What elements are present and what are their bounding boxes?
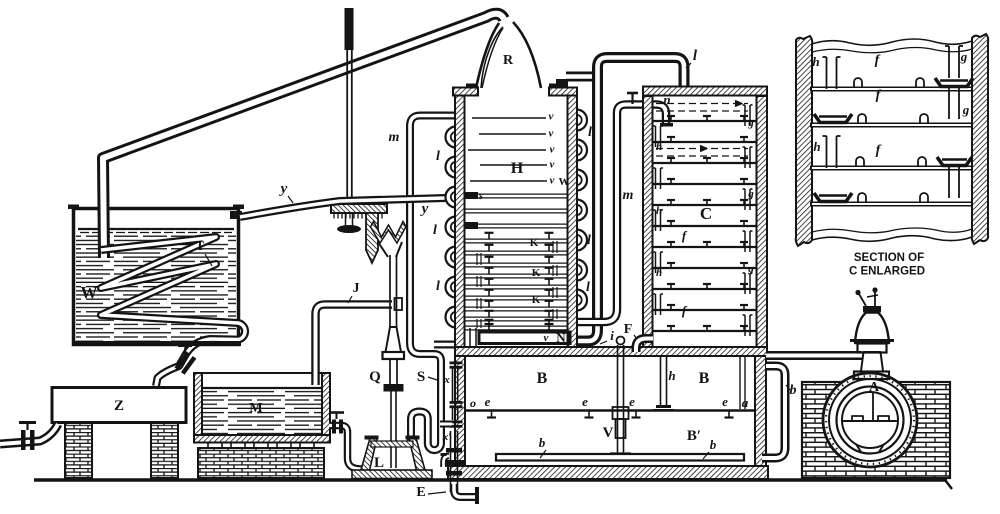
- svg-text:o: o: [470, 396, 476, 410]
- svg-text:e: e: [629, 394, 635, 409]
- svg-text:l: l: [436, 149, 440, 164]
- svg-text:J: J: [353, 281, 360, 296]
- svg-text:v: v: [550, 144, 555, 156]
- svg-text:K: K: [532, 294, 541, 306]
- svg-text:e: e: [485, 394, 491, 409]
- svg-text:h: h: [656, 141, 662, 153]
- svg-text:h: h: [656, 267, 662, 279]
- svg-text:g: g: [747, 263, 754, 275]
- svg-text:f: f: [876, 143, 882, 158]
- svg-text:v: v: [550, 175, 555, 187]
- svg-text:Z: Z: [114, 398, 124, 414]
- svg-text:C: C: [700, 204, 712, 223]
- svg-text:v: v: [549, 128, 554, 140]
- svg-text:v: v: [549, 111, 554, 123]
- svg-text:v: v: [550, 159, 555, 171]
- svg-text:h: h: [812, 54, 819, 69]
- svg-text:S: S: [417, 369, 425, 385]
- svg-text:y: y: [279, 181, 288, 197]
- svg-text:V: V: [603, 425, 614, 441]
- svg-text:E: E: [416, 485, 425, 500]
- svg-text:l: l: [588, 125, 592, 140]
- svg-text:F: F: [624, 322, 633, 337]
- svg-text:L: L: [374, 455, 384, 471]
- svg-text:f: f: [682, 228, 688, 243]
- svg-text:h: h: [656, 205, 662, 217]
- svg-text:M: M: [249, 401, 262, 416]
- svg-text:H: H: [511, 160, 524, 177]
- svg-text:g: g: [747, 188, 754, 200]
- svg-text:C ENLARGED: C ENLARGED: [849, 266, 925, 278]
- svg-text:m: m: [389, 130, 400, 145]
- svg-text:e: e: [582, 394, 588, 409]
- svg-text:Q: Q: [369, 369, 381, 385]
- svg-text:A: A: [869, 380, 880, 395]
- svg-text:T: T: [196, 238, 205, 253]
- svg-text:K: K: [530, 237, 539, 249]
- svg-text:N: N: [556, 330, 566, 345]
- svg-text:b: b: [710, 437, 717, 452]
- svg-text:i: i: [610, 328, 614, 343]
- svg-text:h: h: [668, 368, 675, 383]
- svg-text:g: g: [747, 117, 754, 129]
- svg-text:B: B: [699, 370, 710, 387]
- svg-text:l: l: [433, 223, 437, 238]
- svg-text:B: B: [537, 370, 548, 387]
- svg-text:l: l: [587, 233, 591, 248]
- svg-text:W: W: [559, 176, 570, 188]
- svg-text:b: b: [539, 435, 546, 450]
- svg-text:v: v: [544, 332, 549, 344]
- svg-text:h: h: [813, 139, 820, 154]
- svg-text:n: n: [663, 92, 670, 107]
- svg-text:x: x: [443, 374, 450, 386]
- svg-text:SECTION OF: SECTION OF: [854, 252, 924, 264]
- svg-text:g: g: [960, 49, 968, 64]
- svg-text:R: R: [503, 53, 514, 68]
- svg-text:l: l: [693, 48, 698, 64]
- svg-text:K: K: [532, 267, 541, 279]
- svg-text:x′: x′: [442, 431, 452, 443]
- svg-text:B′: B′: [687, 428, 701, 444]
- svg-text:f: f: [682, 303, 688, 318]
- svg-text:W: W: [81, 283, 98, 302]
- svg-text:l: l: [436, 279, 440, 294]
- svg-text:s: s: [478, 191, 483, 202]
- svg-text:f: f: [876, 88, 882, 103]
- svg-text:f: f: [875, 53, 881, 68]
- svg-text:e: e: [722, 394, 728, 409]
- svg-text:b: b: [790, 383, 797, 398]
- svg-text:g: g: [962, 102, 970, 117]
- svg-text:a: a: [742, 395, 749, 410]
- svg-text:m: m: [623, 188, 634, 203]
- svg-text:y: y: [420, 201, 429, 217]
- svg-text:l: l: [586, 280, 590, 295]
